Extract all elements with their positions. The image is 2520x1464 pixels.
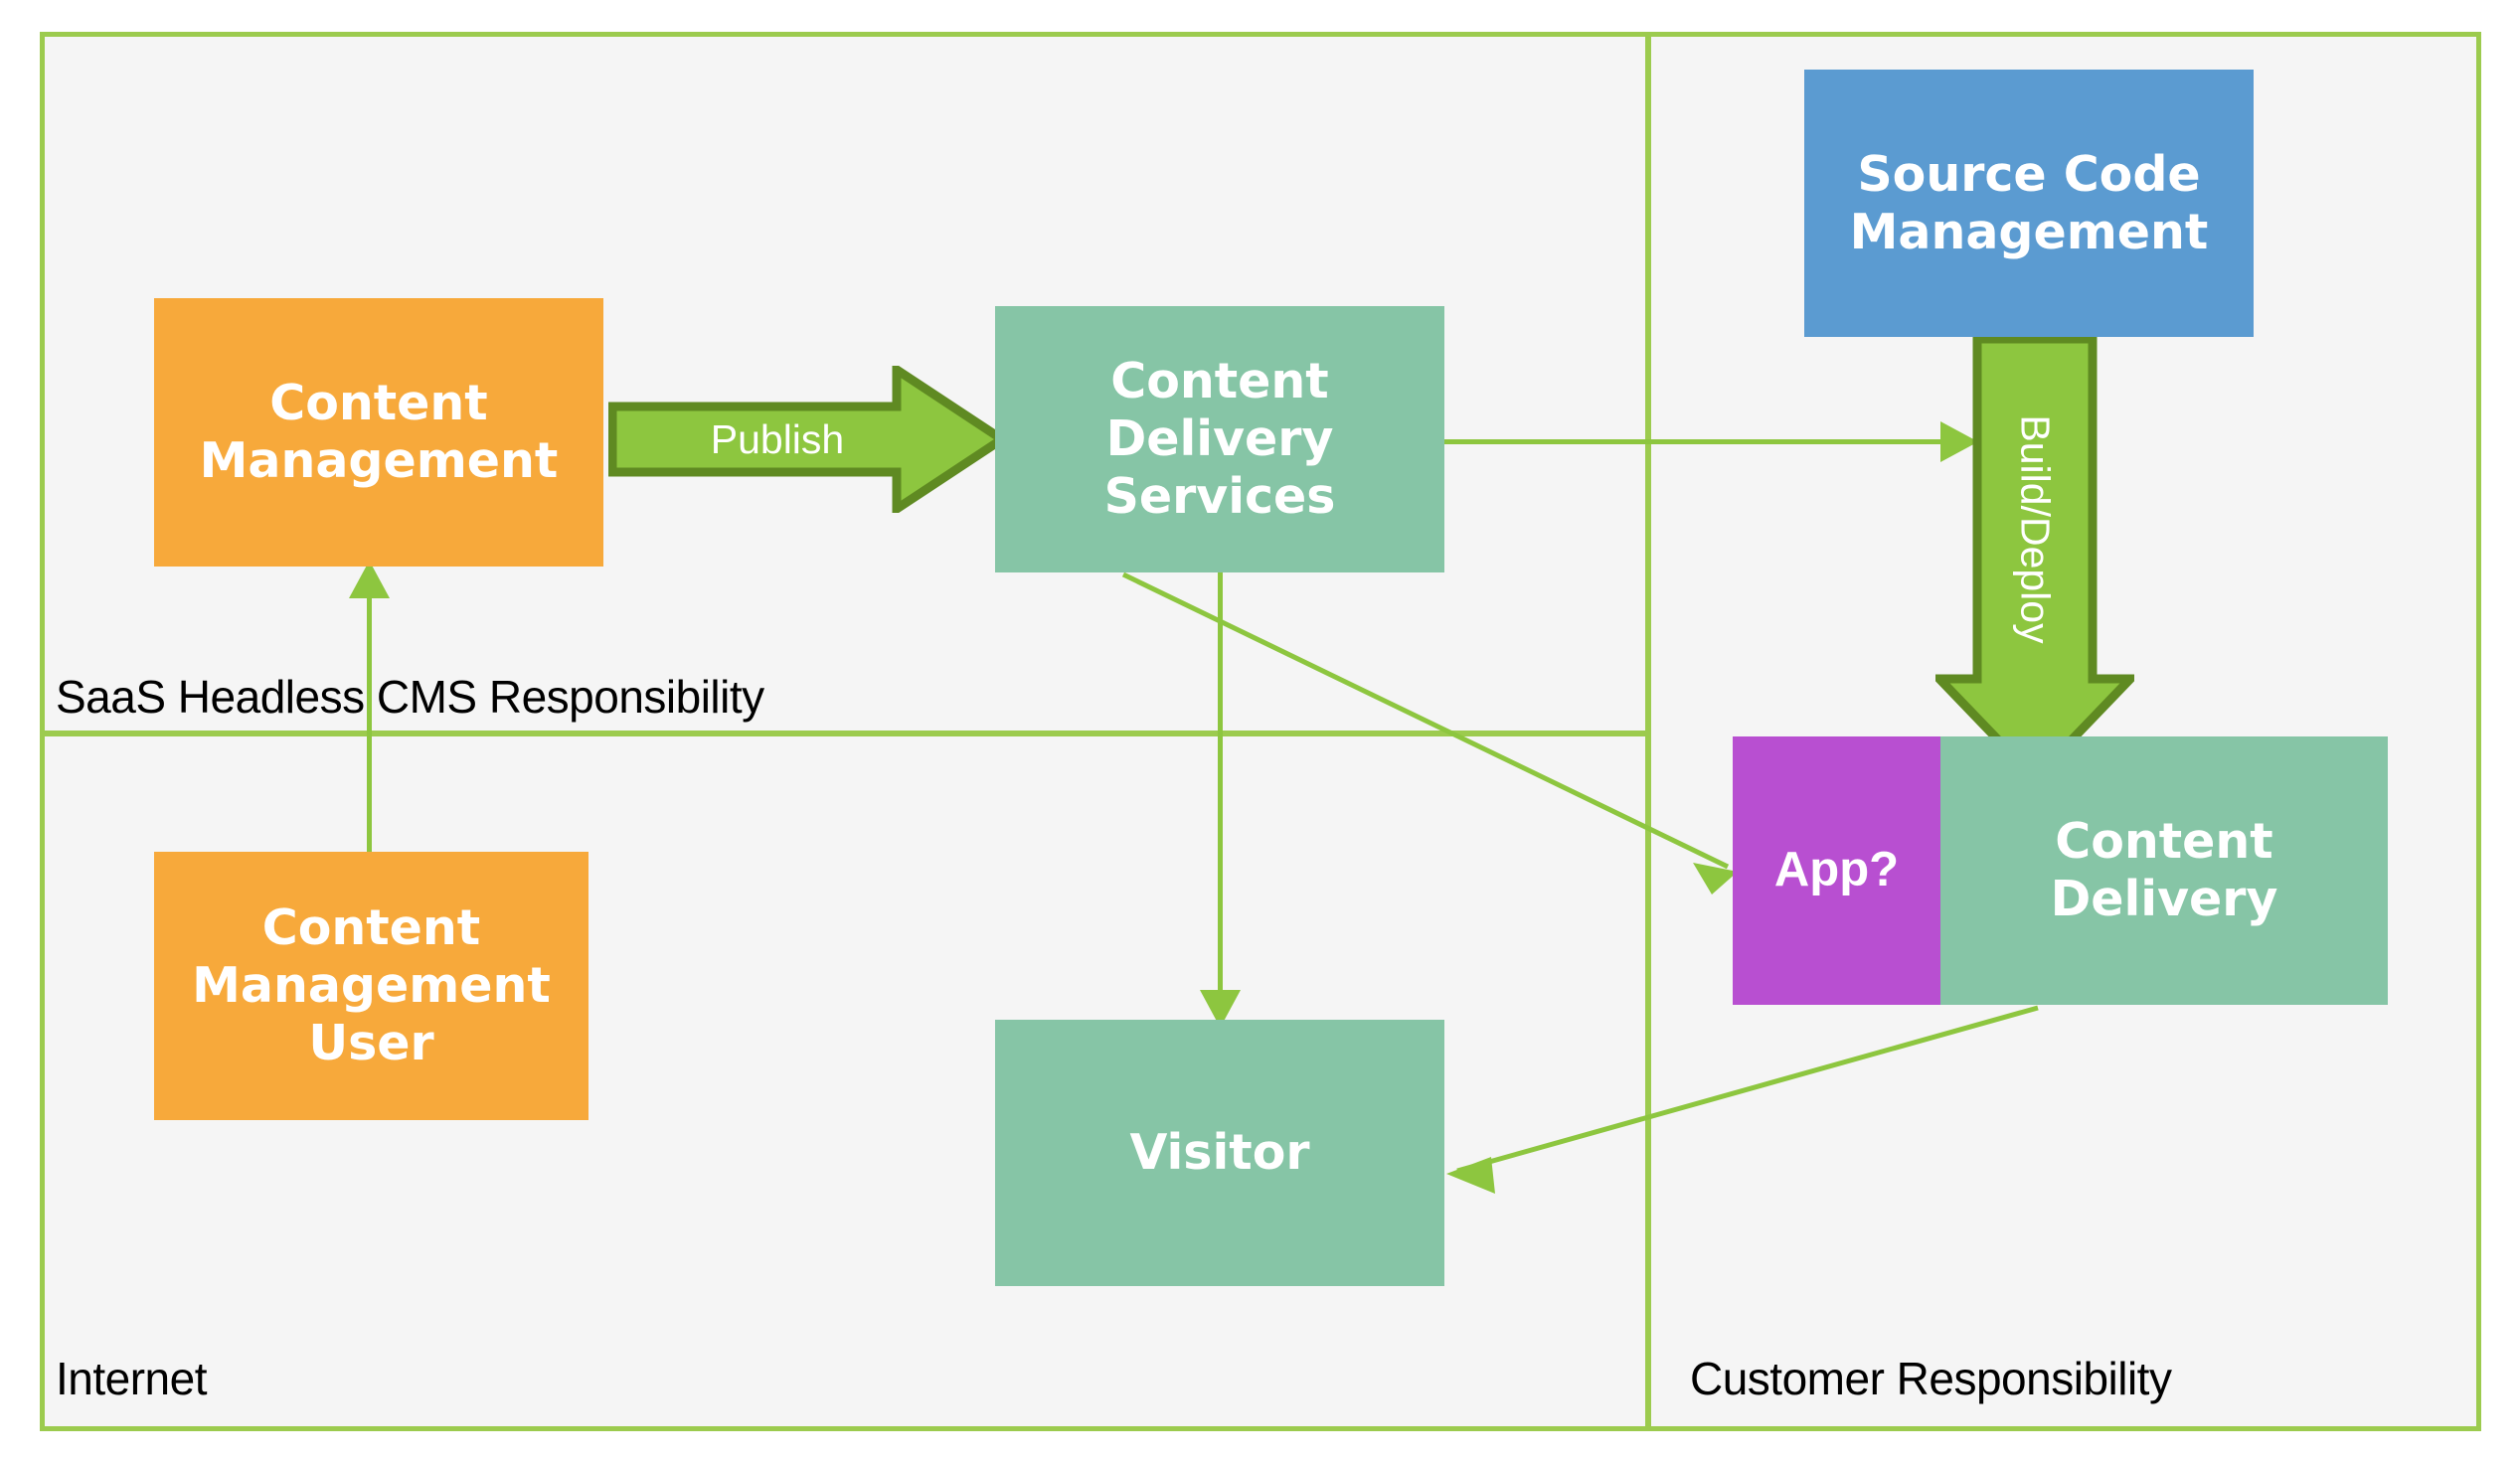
block-arrow-build-deploy-shape [1935,335,2134,782]
node-visitor-label: Visitor [1129,1124,1310,1182]
node-content-management-user[interactable]: Content Management User [154,852,588,1120]
zone-label-customer-responsibility: Customer Responsibility [1690,1353,2172,1404]
node-content-management-user-label: Content Management User [182,899,561,1071]
connector-cds-to-visitor [1218,572,1223,1020]
node-app-label: App? [1773,843,1900,897]
node-content-delivery-label: Content Delivery [2041,813,2288,928]
zone-divider-horizontal [40,731,1651,736]
node-content-management-line1: Content [269,375,488,432]
block-arrow-publish-label: Publish [710,415,845,462]
block-arrow-build-deploy-label: Build/Deploy [2012,413,2059,644]
node-content-delivery-services-line1: Content [1110,353,1329,410]
node-content-delivery-services[interactable]: Content Delivery Services [995,306,1444,572]
block-arrow-build-deploy-label-wrap: Build/Deploy [1935,335,2134,723]
node-content-delivery-line1: Content [2055,813,2273,871]
node-content-delivery-services-line2: Delivery [1105,410,1334,468]
node-source-code-management-line1: Source Code [1857,145,2201,203]
zone-label-internet: Internet [56,1353,208,1404]
connector-user-to-content-management [367,569,372,853]
node-content-management-line2: Management [199,432,559,489]
node-content-delivery-services-line3: Services [1103,467,1336,525]
node-app[interactable]: App? [1733,736,1940,1005]
block-arrow-build-deploy [1935,335,2134,782]
node-source-code-management-line2: Management [1849,203,2209,260]
node-source-code-management-label: Source Code Management [1840,146,2219,261]
zone-label-saas-headless-cms-responsibility: SaaS Headless CMS Responsibility [56,671,764,723]
node-content-management-label: Content Management [190,375,569,490]
node-content-management-user-line2: Management [192,957,551,1015]
node-content-management[interactable]: Content Management [154,298,603,567]
node-content-management-user-line1: Content [261,899,481,957]
node-source-code-management[interactable]: Source Code Management [1804,70,2254,337]
node-content-delivery[interactable]: Content Delivery [1940,736,2388,1005]
node-content-delivery-services-label: Content Delivery Services [1094,353,1346,525]
node-visitor[interactable]: Visitor [995,1020,1444,1286]
connector-cds-to-build-deploy [1444,439,1971,444]
block-arrow-publish [608,366,1006,513]
block-arrow-publish-shape [608,366,1006,513]
node-content-management-user-line3: User [308,1014,434,1071]
node-content-delivery-line2: Delivery [2050,871,2278,927]
block-arrow-publish-label-wrap: Publish [608,366,946,513]
